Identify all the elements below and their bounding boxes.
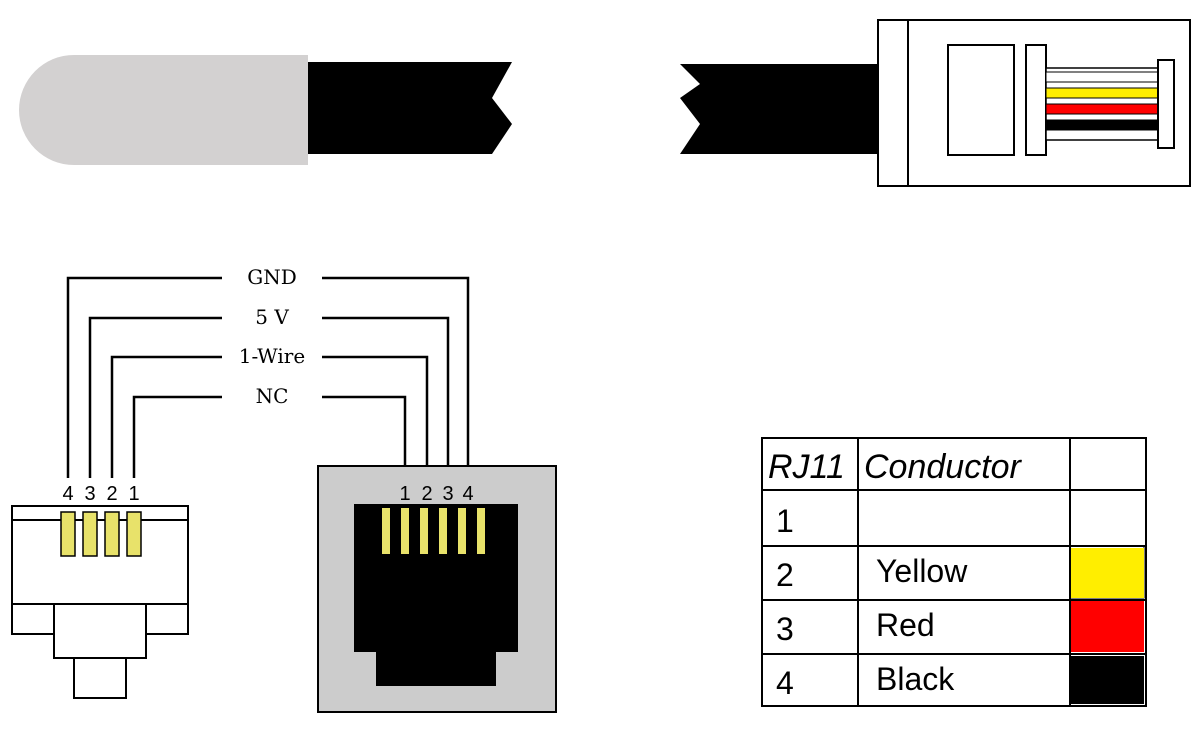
jack-contact-4 [439,508,447,554]
rj11-plug-front-view: 4 3 2 1 [11,483,189,699]
plug-pin-label-2: 2 [106,483,117,505]
jack-contact-2 [401,508,409,554]
pinout-table: RJ11 Conductor 1 2 Yellow 3 Red 4 Black [761,437,1147,707]
label-nc: NC [256,384,289,408]
plug-pin-label-4: 4 [62,483,73,505]
jack-contact-6 [477,508,485,554]
table-header-rj11: RJ11 [768,448,845,486]
jack-contact-1 [382,508,390,554]
plug-pin-label-3: 3 [84,483,95,505]
plug-strain-relief [1025,44,1047,156]
table-row-2-pin: 2 [776,557,794,593]
plug-wire-white [1045,71,1159,83]
label-1wire: 1-Wire [239,344,305,368]
jack-pin-label-2: 2 [421,483,432,505]
table-header-conductor: Conductor [864,448,1023,486]
plug-wire-red [1045,103,1159,115]
jack-pin-label-1: 1 [399,483,410,505]
plug-tip [1157,59,1175,149]
plug-pin-3 [82,511,98,557]
plug-latch [947,44,1015,156]
wire-nc [132,395,407,478]
jack-opening [354,504,518,686]
table-row-3-pin: 3 [776,611,794,647]
temperature-probe [19,55,512,165]
plug-pin-2 [104,511,120,557]
plug-pin-1 [126,511,142,557]
probe-cable [308,62,512,154]
table-row-1-pin: 1 [776,503,794,539]
swatch-pin-2 [1070,548,1144,598]
rj11-plug-side-view [680,19,1191,187]
swatch-pin-4 [1070,656,1144,704]
probe-tip [19,55,308,165]
wire-1wire [110,355,429,478]
jack-pin-label-4: 4 [462,483,473,505]
table-row-4-color: Black [876,661,955,697]
wiring-lines [66,276,470,478]
label-gnd: GND [247,265,297,289]
plug-pin-4 [60,511,76,557]
table-row-2-color: Yellow [876,553,968,589]
plug-wire-yellow [1045,87,1159,99]
plug-wire-black [1045,119,1159,131]
jack-pin-label-3: 3 [442,483,453,505]
plug-pin-label-1: 1 [128,483,139,505]
wire-gnd [66,276,470,478]
jack-contact-3 [420,508,428,554]
table-row-3-color: Red [876,607,935,643]
plug-cable [680,64,878,154]
jack-contact-5 [458,508,466,554]
table-row-4-pin: 4 [776,665,794,701]
wire-5v [88,316,450,478]
rj11-jack-front-view: 1 2 3 4 [317,465,557,713]
swatch-pin-3 [1070,600,1144,652]
label-5v: 5 V [255,305,289,329]
